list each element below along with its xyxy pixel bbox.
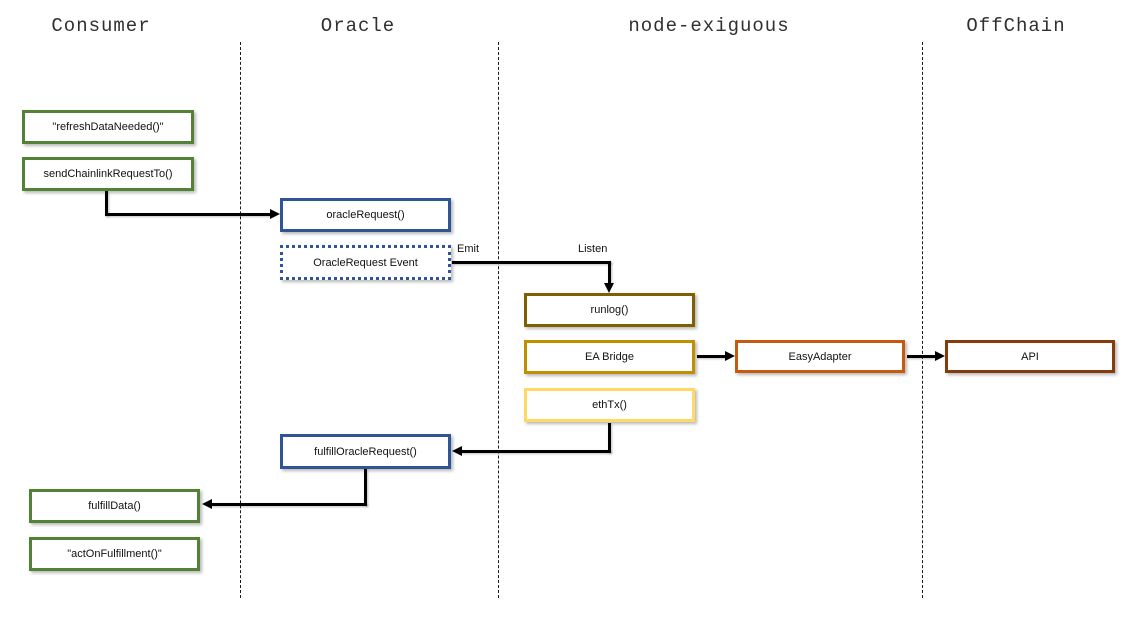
lane-divider-oracle-node bbox=[498, 42, 499, 598]
edge-label-listen: Listen bbox=[578, 243, 608, 255]
arrow-ethtx-to-fulfill-segment-v bbox=[608, 423, 611, 453]
lane-header-offchain: OffChain bbox=[966, 15, 1066, 37]
node-label: oracleRequest() bbox=[326, 209, 405, 221]
arrow-fulfill-to-fulfilldata-segment-h bbox=[211, 503, 367, 506]
arrow-fulfill-to-fulfilldata-segment-v bbox=[364, 469, 367, 506]
node-fulfill-oracle-request: fulfillOracleRequest() bbox=[280, 434, 451, 469]
arrow-eabridge-to-easyadapter-head-icon bbox=[725, 351, 735, 361]
node-ea-bridge: EA Bridge bbox=[524, 340, 695, 374]
arrow-emit-listen-head-icon bbox=[604, 283, 614, 293]
node-label: API bbox=[1021, 350, 1039, 363]
node-oracle-request-event: OracleRequest Event bbox=[280, 245, 451, 280]
node-label: EA Bridge bbox=[585, 351, 634, 363]
arrow-fulfill-to-fulfilldata-head-icon bbox=[202, 499, 212, 509]
lane-header-oracle: Oracle bbox=[320, 15, 396, 37]
arrow-send-to-oracle-head-icon bbox=[270, 209, 280, 219]
node-label: fulfillData() bbox=[88, 500, 141, 512]
node-label: sendChainlinkRequestTo() bbox=[43, 168, 173, 180]
node-label: runlog() bbox=[590, 304, 629, 316]
node-oracle-request: oracleRequest() bbox=[280, 198, 451, 232]
node-api: API bbox=[945, 340, 1115, 373]
node-label: EasyAdapter bbox=[788, 350, 852, 363]
node-label: "actOnFulfillment()" bbox=[67, 548, 162, 560]
node-fulfill-data: fulfillData() bbox=[29, 489, 200, 523]
node-label: "refreshDataNeeded()" bbox=[52, 121, 164, 133]
arrow-ethtx-to-fulfill-segment-h bbox=[461, 450, 611, 453]
arrow-send-to-oracle-segment-h bbox=[105, 213, 271, 216]
node-label: ethTx() bbox=[592, 399, 627, 411]
node-send-chainlink-request-to: sendChainlinkRequestTo() bbox=[22, 157, 194, 191]
arrow-easyadapter-to-api-head-icon bbox=[935, 351, 945, 361]
lane-divider-node-offchain bbox=[922, 42, 923, 598]
arrow-emit-listen-segment-v bbox=[608, 261, 611, 284]
arrow-emit-listen-segment-h bbox=[452, 261, 611, 264]
node-refresh-data-needed: "refreshDataNeeded()" bbox=[22, 110, 194, 144]
arrow-send-to-oracle-segment-v bbox=[105, 191, 108, 216]
node-act-on-fulfillment: "actOnFulfillment()" bbox=[29, 537, 200, 571]
node-runlog: runlog() bbox=[524, 293, 695, 327]
lane-header-consumer: Consumer bbox=[51, 15, 151, 37]
arrow-eabridge-to-easyadapter-segment bbox=[697, 355, 727, 358]
lane-header-node-exiguous: node-exiguous bbox=[628, 15, 790, 37]
node-eth-tx: ethTx() bbox=[524, 388, 695, 422]
node-easy-adapter: EasyAdapter bbox=[735, 340, 905, 373]
node-label: OracleRequest Event bbox=[313, 256, 418, 269]
edge-label-emit: Emit bbox=[457, 243, 479, 255]
lane-divider-consumer-oracle bbox=[240, 42, 241, 598]
arrow-easyadapter-to-api-segment bbox=[907, 355, 937, 358]
node-label: fulfillOracleRequest() bbox=[314, 445, 417, 458]
arrow-ethtx-to-fulfill-head-icon bbox=[452, 446, 462, 456]
